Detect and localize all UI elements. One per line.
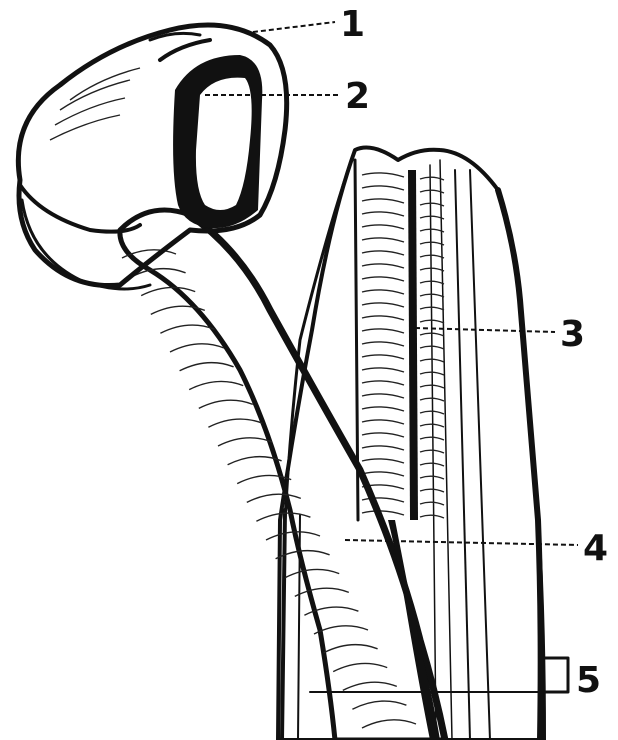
label-3: 3 <box>560 314 585 355</box>
label-1: 1 <box>340 4 365 45</box>
label-2: 2 <box>345 76 370 117</box>
label-5: 5 <box>576 660 601 701</box>
label-4: 4 <box>583 528 608 569</box>
